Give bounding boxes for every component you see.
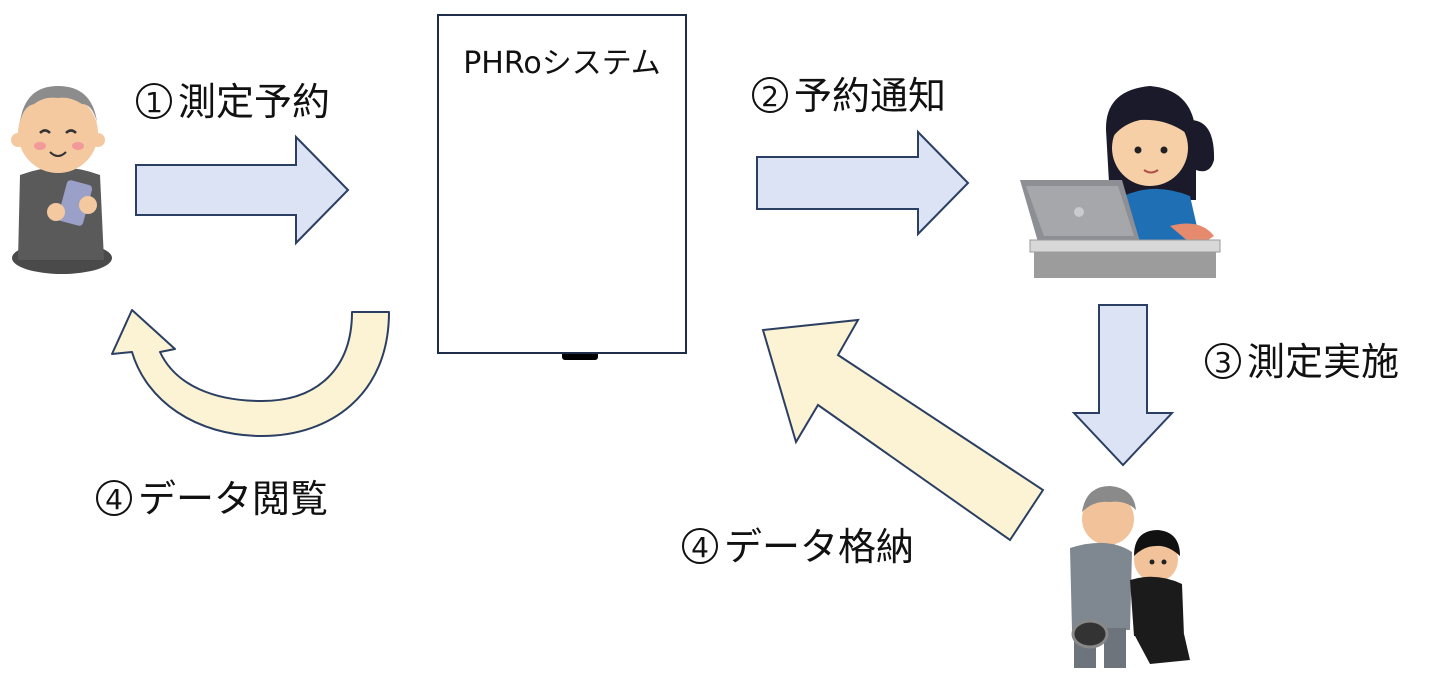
- arrow-notify: [756, 129, 970, 237]
- system-title: PHRoシステム: [463, 46, 661, 81]
- arrow-measure: [1071, 304, 1175, 467]
- step-text: 予約通知: [794, 74, 947, 118]
- step-text: データ閲覧: [138, 477, 329, 521]
- operator-at-laptop-icon: [1020, 86, 1221, 278]
- step-number: 1: [136, 83, 172, 119]
- step-text: データ格納: [724, 525, 915, 569]
- arrow-store: [761, 318, 1045, 542]
- phro-system-box: PHRoシステム: [437, 14, 687, 354]
- step-text: 測定実施: [1247, 340, 1400, 384]
- step-number: 4: [96, 480, 132, 516]
- arrow-view: [111, 309, 390, 437]
- step-number: 4: [682, 528, 718, 564]
- trainer-measuring-elderly-icon: [1070, 486, 1190, 668]
- arrow-reserve: [135, 134, 350, 246]
- step-number: 2: [752, 77, 788, 113]
- elderly-user-with-phone-icon: [11, 86, 112, 274]
- step-number: 3: [1205, 343, 1241, 379]
- step-text: 測定予約: [178, 80, 331, 124]
